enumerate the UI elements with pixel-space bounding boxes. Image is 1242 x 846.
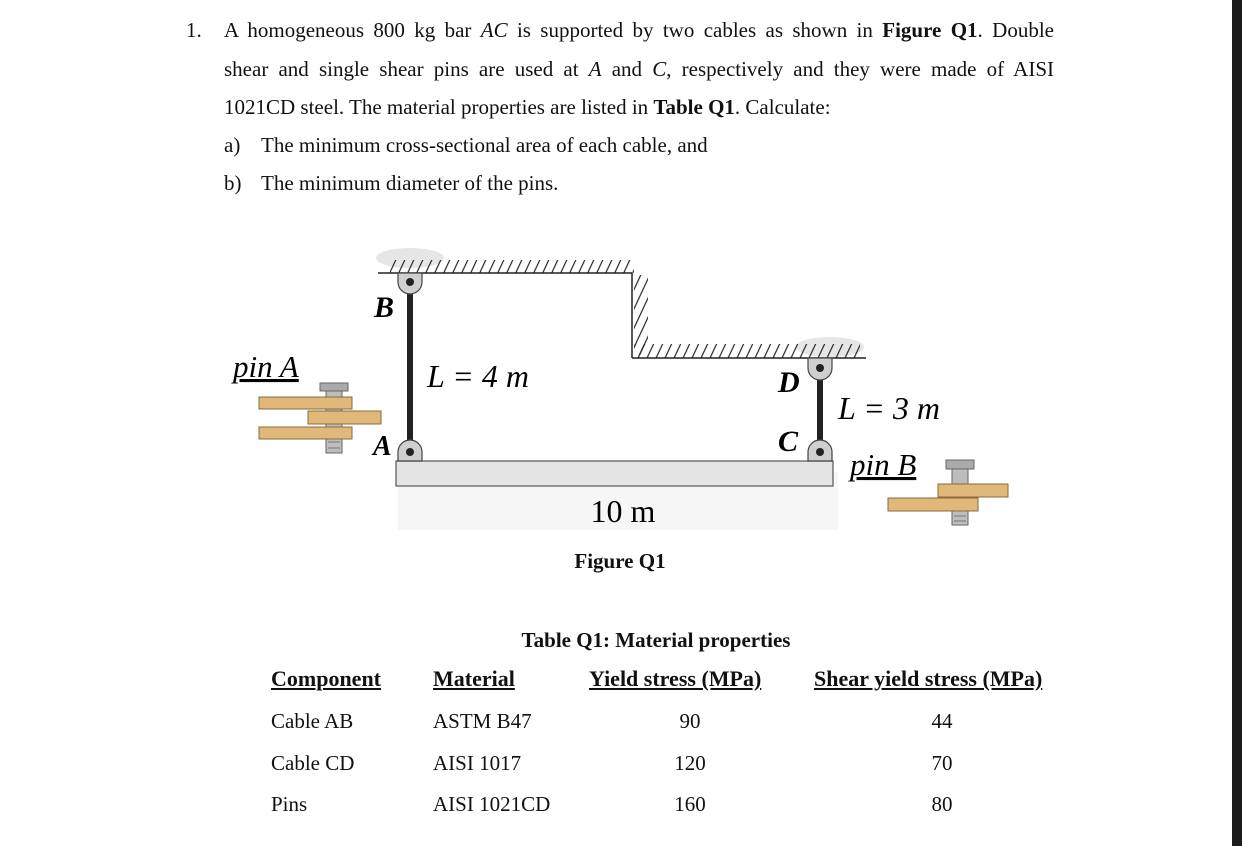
table-header-shear-yield-stress: Shear yield stress (MPa)	[814, 666, 1043, 691]
table-cell: ASTM B47	[433, 709, 532, 733]
table-cell: AISI 1021CD	[433, 792, 551, 816]
question-number: 1.	[186, 18, 202, 42]
table-title: Table Q1: Material properties	[521, 628, 791, 652]
part-b-label: b)	[224, 171, 242, 195]
table-cell: 80	[931, 792, 953, 816]
pin-a-label: pin A	[231, 349, 300, 384]
question-line-3: 1021CD steel. The material properties ar…	[224, 95, 831, 119]
window-edge	[1232, 0, 1242, 846]
label-a: A	[371, 431, 392, 462]
length-cd-label: L = 3 m	[837, 390, 940, 426]
question-line-2: shear and single shear pins are used at …	[224, 57, 1054, 81]
label-c: C	[778, 425, 799, 458]
ceiling-support	[378, 260, 866, 359]
table-header-yield-stress: Yield stress (MPa)	[589, 666, 762, 691]
label-d: D	[777, 366, 800, 399]
label-b: B	[373, 291, 394, 324]
length-ab-label: L = 4 m	[426, 358, 529, 394]
table-cell: Pins	[271, 792, 308, 816]
part-a-label: a)	[224, 133, 241, 157]
pin-b-label: pin B	[848, 447, 916, 482]
question-line-1: A homogeneous 800 kg bar AC is supported…	[224, 18, 1054, 42]
pin-a-support	[397, 439, 423, 462]
pin-a-detail-illustration	[258, 382, 382, 454]
part-a-text: The minimum cross-sectional area of each…	[261, 133, 708, 157]
table-cell: 90	[679, 709, 701, 733]
table-cell: 160	[674, 792, 706, 816]
table-cell: Cable CD	[271, 751, 355, 775]
figure-caption: Figure Q1	[574, 549, 666, 573]
bar-length-label: 10 m	[591, 493, 656, 529]
table-header-component: Component	[271, 666, 382, 691]
part-b-text: The minimum diameter of the pins.	[261, 171, 559, 195]
table-cell: 44	[931, 709, 953, 733]
pin-d-support	[807, 357, 833, 381]
table-cell: 120	[674, 751, 706, 775]
figure-q1-diagram: B A D C pin A pin B L = 4 m L = 3 m 10 m	[231, 248, 1009, 530]
pin-b-support	[397, 272, 423, 295]
table-header-material: Material	[433, 666, 515, 691]
bar-ac	[395, 460, 834, 487]
pin-b-detail-illustration	[887, 459, 1009, 526]
cable-cd	[817, 372, 823, 450]
table-cell: AISI 1017	[433, 751, 522, 775]
cable-ab	[407, 285, 413, 450]
table-cell: 70	[931, 751, 953, 775]
table-cell: Cable AB	[271, 709, 354, 733]
pin-c-support	[807, 439, 833, 462]
